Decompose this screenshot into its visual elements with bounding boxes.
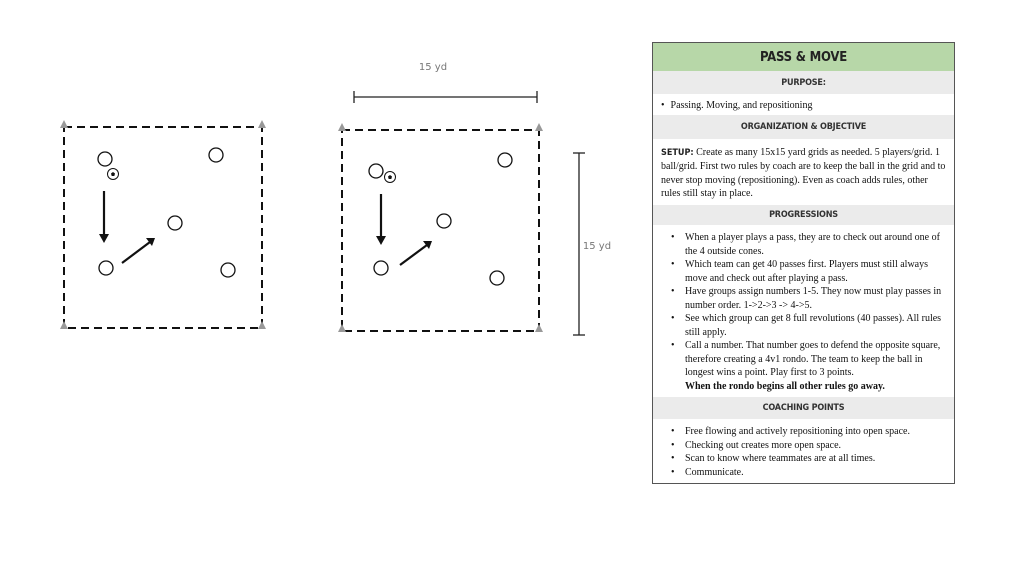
- progression-item: See which group can get 8 full revolutio…: [671, 312, 948, 339]
- player-marker: [208, 147, 224, 163]
- bullet-icon: •: [661, 100, 665, 111]
- player-marker: [436, 213, 452, 229]
- cone-icon: [535, 324, 543, 332]
- cone-icon: [258, 120, 266, 128]
- grid-1: [60, 120, 266, 329]
- width-dimension-label: 15 yd: [419, 62, 447, 73]
- cone-icon: [535, 123, 543, 131]
- player-marker: [373, 260, 389, 276]
- coaching-point: Scan to know where teammates are at all …: [671, 452, 948, 466]
- cone-icon: [60, 321, 68, 329]
- player-marker: [98, 260, 114, 276]
- coaching-points-heading: COACHING POINTS: [653, 397, 954, 420]
- player-marker: [489, 270, 505, 286]
- drill-title: PASS & MOVE: [653, 43, 954, 71]
- arrowhead-icon: [376, 236, 386, 245]
- drill-info-panel: PASS & MOVE PURPOSE: • Passing. Moving, a…: [652, 42, 955, 484]
- player-marker: [220, 262, 236, 278]
- progression-item-rondo: Call a number. That number goes to defen…: [671, 339, 948, 393]
- progressions-heading: PROGRESSIONS: [653, 205, 954, 226]
- setup-paragraph: SETUP: Create as many 15x15 yard grids a…: [653, 139, 954, 205]
- cone-icon: [338, 123, 346, 131]
- progression-item: Have groups assign numbers 1-5. They now…: [671, 285, 948, 312]
- purpose-text: Passing. Moving, and repositioning: [670, 100, 813, 111]
- player-marker: [368, 163, 384, 179]
- arrowhead-icon: [99, 234, 109, 243]
- drill-diagram: 15 yd 15 yd: [60, 62, 611, 336]
- soccer-ball-icon: [384, 171, 396, 183]
- grid-1-cones: [60, 120, 266, 329]
- coaching-point: Free flowing and actively repositioning …: [671, 425, 948, 439]
- grid-2-boundary: [341, 129, 540, 332]
- cone-icon: [338, 324, 346, 332]
- grid-2: [338, 123, 543, 332]
- organization-heading: ORGANIZATION & OBJECTIVE: [653, 115, 954, 139]
- coaching-point: Checking out creates more open space.: [671, 439, 948, 453]
- cone-icon: [258, 321, 266, 329]
- setup-label: SETUP:: [661, 148, 694, 158]
- pass-arrow: [121, 241, 151, 264]
- progression-item: Which team can get 40 passes first. Play…: [671, 258, 948, 285]
- pass-arrow: [399, 244, 428, 266]
- arrowhead-icon: [423, 241, 432, 249]
- progression-emphasis: When the rondo begins all other rules go…: [685, 380, 885, 392]
- soccer-ball-icon: [107, 168, 119, 180]
- coaching-point: Communicate.: [671, 466, 948, 480]
- progression-item: When a player plays a pass, they are to …: [671, 231, 948, 258]
- progressions-list: When a player plays a pass, they are to …: [653, 225, 954, 397]
- setup-text: Create as many 15x15 yard grids as neede…: [661, 147, 946, 199]
- player-marker: [97, 151, 113, 167]
- grid-2-cones: [338, 123, 543, 332]
- height-dimension-line: [573, 152, 585, 336]
- player-marker: [497, 152, 513, 168]
- height-dimension-label: 15 yd: [583, 241, 611, 252]
- purpose-item: • Passing. Moving, and repositioning: [653, 94, 954, 115]
- arrowhead-icon: [146, 238, 155, 246]
- grid-1-boundary: [63, 126, 263, 329]
- cone-icon: [60, 120, 68, 128]
- player-marker: [167, 215, 183, 231]
- width-dimension-line: [353, 91, 538, 103]
- purpose-heading: PURPOSE:: [653, 71, 954, 94]
- progression-item-text: Call a number. That number goes to defen…: [685, 340, 941, 379]
- coaching-points-list: Free flowing and actively repositioning …: [653, 419, 954, 483]
